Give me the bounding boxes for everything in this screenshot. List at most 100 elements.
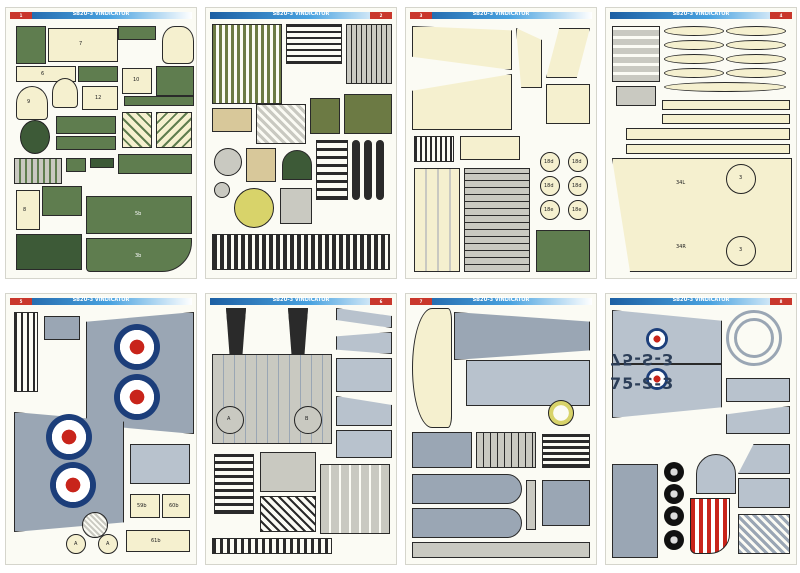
sheet-header: SB2U-3 VINDICATOR	[610, 297, 792, 305]
rib-disc: 18d	[540, 152, 560, 172]
detail-part: 59b	[130, 494, 160, 518]
rudder-stripes	[690, 498, 730, 554]
rib-part	[726, 68, 786, 78]
tail-part	[336, 332, 392, 354]
detail-part	[310, 98, 340, 134]
fuselage-part: 7	[48, 28, 118, 62]
rib-part	[664, 68, 724, 78]
spinner-disc	[234, 188, 274, 228]
insignia-roundel	[46, 414, 92, 460]
tail-part	[726, 406, 790, 434]
part-label: A	[227, 416, 231, 422]
rib-disc: A	[66, 534, 86, 554]
detail-part	[320, 464, 390, 534]
detail-part	[344, 94, 392, 134]
sheet-header: SB2U-3 VINDICATOR	[10, 297, 192, 305]
tailplane-part	[412, 74, 512, 130]
gray-swatch	[612, 464, 658, 558]
wheel-tire	[664, 484, 684, 504]
gray-panel	[412, 542, 590, 558]
rib-strip	[464, 168, 530, 272]
green-panel	[536, 230, 590, 272]
part-label: 18e	[572, 207, 582, 213]
part-label: 8	[23, 207, 27, 213]
sheet-badge: 4	[770, 12, 792, 19]
part-label: 34R	[676, 244, 686, 250]
detail-strip	[212, 234, 390, 270]
panel-part	[56, 116, 116, 134]
sheet-badge: 3	[410, 12, 432, 19]
part-label: 18d	[544, 183, 554, 189]
rib-disc: 18d	[568, 176, 588, 196]
sheet-header: SB2U-3 VINDICATOR	[410, 297, 592, 305]
wing-part	[130, 444, 190, 484]
lower-fuselage	[412, 474, 522, 504]
truss-part	[122, 112, 152, 148]
sheet-5: SB2U-3 VINDICATOR 5 59b 60b A A 61b	[6, 294, 196, 564]
sheet-header: SB2U-3 VINDICATOR	[210, 297, 392, 305]
panel-part: 10	[122, 68, 152, 94]
fuselage-side	[412, 308, 452, 428]
detail-part	[42, 186, 82, 216]
lower-fuselage	[412, 508, 522, 538]
rib-part	[664, 82, 786, 92]
rib-part	[726, 54, 786, 64]
detail-strip	[214, 454, 254, 514]
sheet-badge: 7	[410, 298, 432, 305]
detail-part	[542, 434, 590, 468]
sheet-title: SB2U-3 VINDICATOR	[272, 11, 330, 17]
detail-part	[738, 514, 790, 554]
insignia-roundel	[646, 368, 668, 390]
sheet-2: SB2U-3 VINDICATOR 2	[206, 8, 396, 278]
rib-disc	[82, 512, 108, 538]
gray-panel	[616, 86, 656, 106]
detail-strip	[346, 24, 392, 84]
rib-strip	[414, 168, 460, 272]
detail-part: 61b	[126, 530, 190, 552]
cowling-part	[696, 454, 736, 494]
wheel-tire	[664, 530, 684, 550]
rib-part	[664, 40, 724, 50]
insignia-roundel	[50, 462, 96, 508]
fuselage-side	[454, 312, 590, 360]
part-label: B	[305, 416, 309, 422]
sheet-3: SB2U-3 VINDICATOR 3 18d 18d 18d 18d 18e …	[406, 8, 596, 278]
panel-part	[56, 136, 116, 150]
detail-part	[118, 154, 192, 174]
tailplane-part	[412, 26, 512, 70]
sheet-8: SB2U-3 VINDICATOR 8 75-S-3 75-S-3	[606, 294, 796, 564]
bulkhead-disc	[20, 120, 50, 154]
sheet-badge: 6	[370, 298, 392, 305]
sheet-title: SB2U-3 VINDICATOR	[672, 297, 730, 303]
tail-part	[738, 444, 790, 474]
detail-strip	[212, 538, 332, 554]
part-label: 6	[41, 71, 45, 77]
gauge-disc	[214, 182, 230, 198]
part-label: 3	[739, 247, 743, 253]
fuselage-code: 75-S-3	[610, 350, 675, 369]
tail-part	[336, 396, 392, 426]
wing-part	[412, 432, 472, 468]
canopy-frame	[734, 318, 774, 358]
fuselage-part	[16, 26, 46, 64]
insignia-roundel	[646, 328, 668, 350]
gear-well	[612, 26, 660, 82]
fin-part	[516, 28, 542, 88]
fin-part	[546, 84, 590, 124]
fuselage-former: B	[294, 406, 322, 434]
insignia-roundel	[114, 374, 160, 420]
detail-part	[14, 158, 62, 184]
wheel-well-disc: 3	[726, 236, 756, 266]
bulkhead-part	[162, 26, 194, 64]
fuselage-former: A	[216, 406, 244, 434]
detail-part	[16, 234, 82, 270]
sheet-6: SB2U-3 VINDICATOR 6 A B	[206, 294, 396, 564]
part-label: 3b	[135, 253, 142, 259]
spar-part	[626, 128, 790, 140]
part-label: 34L	[676, 180, 686, 186]
sheet-header: SB2U-3 VINDICATOR	[610, 11, 792, 19]
tail-part	[336, 430, 392, 458]
part-label: 12	[95, 95, 102, 101]
panel-part	[78, 66, 118, 82]
detail-strip	[260, 496, 316, 532]
